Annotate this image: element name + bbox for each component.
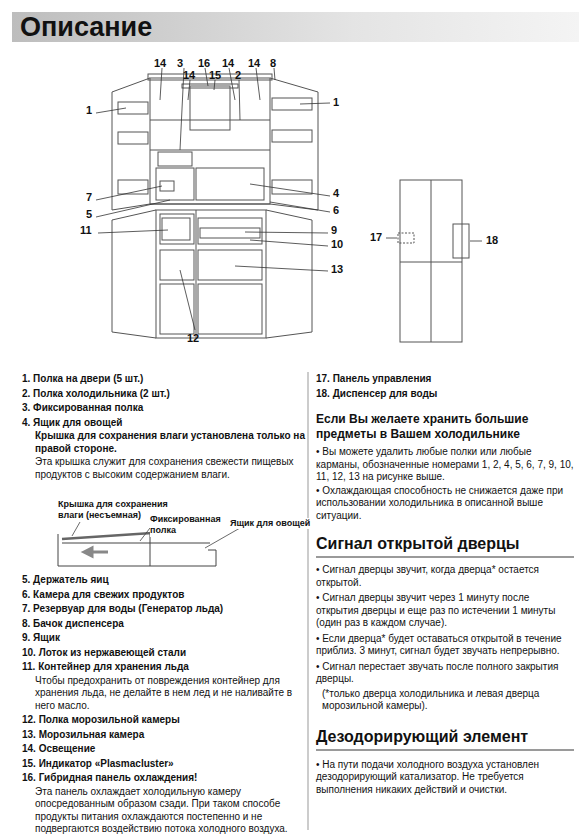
callout-number: 4 (333, 187, 339, 201)
callout-number: 8 (270, 57, 276, 71)
callout-number: 1 (86, 104, 92, 118)
section-heading: Дезодорирующий элемент (316, 727, 574, 751)
note-text: Эта крышка служит для сохранения свежест… (35, 456, 305, 481)
bullet-text: • Сигнал дверцы звучит, когда дверца* ос… (316, 564, 574, 589)
callout-number: 12 (187, 332, 199, 346)
bullet-text: • Сигнал перестает звучать после полного… (316, 661, 574, 686)
section-heading: Если Вы желаете хранить большие предметы… (316, 412, 574, 442)
item-text: 14. Освещение (22, 743, 305, 756)
part-label: Ящик для овощей (230, 518, 310, 529)
callout-number: 15 (209, 69, 221, 83)
page-title: Описание (20, 11, 152, 45)
item-text: 6. Камера для свежих продуктов (22, 589, 305, 602)
callout-number: 14 (183, 69, 195, 83)
item-text: 11. Контейнер для хранения льда (22, 661, 305, 674)
item-text: 3. Фиксированная полка (22, 402, 305, 415)
bullet-text: • Сигнал дверцы звучит через 1 минуту по… (316, 592, 574, 630)
item-text: 12. Полка морозильной камеры (22, 714, 305, 727)
item-text: 7. Резервуар для воды (Генератор льда) (22, 603, 305, 616)
item-text: 5. Держатель яиц (22, 574, 305, 587)
callout-number: 7 (86, 191, 92, 205)
callout-number: 18 (486, 234, 498, 248)
item-text: 18. Диспенсер для воды (316, 388, 574, 401)
item-text: 10. Лоток из нержавеющей стали (22, 647, 305, 660)
bullet-text: • Вы можете удалить любые полки или любы… (316, 446, 574, 484)
item-text: 15. Индикатор «Plasmacluster» (22, 758, 305, 771)
fridge-front-view (386, 180, 482, 342)
item-text: 16. Гибридная панель охлаждения! (22, 772, 305, 785)
callout-number: 10 (331, 238, 343, 252)
item-text: 4. Ящик для овощей (22, 417, 305, 430)
callout-number: 14 (154, 57, 166, 71)
callout-number: 13 (331, 263, 343, 277)
note-bold: Крышка для сохранения влаги установлена … (35, 430, 305, 455)
callout-number: 16 (198, 57, 210, 71)
callout-number: 5 (86, 208, 92, 222)
callout-number: 9 (331, 224, 337, 238)
callout-number: 17 (370, 231, 382, 245)
note-text: Эта панель охлаждает холодильную камеру … (35, 786, 305, 836)
callout-number: 1 (333, 96, 339, 110)
callout-number: 6 (333, 204, 339, 218)
callout-number: 11 (80, 224, 92, 238)
note-text: Чтобы предохранить от повреждения контей… (35, 675, 305, 713)
item-text: 9. Ящик (22, 632, 305, 645)
callout-number: 14 (222, 57, 234, 71)
bullet-text: • Охлаждающая способность не снижается д… (316, 485, 574, 523)
section-heading: Сигнал открытой дверцы (316, 534, 574, 558)
bullet-text: • Если дверца* будет оставаться открытой… (316, 633, 574, 658)
callout-number: 14 (248, 57, 260, 71)
item-text: 17. Панель управления (316, 373, 574, 386)
item-text: 1. Полка на двери (5 шт.) (22, 373, 305, 386)
callout-number: 2 (235, 69, 241, 83)
note-text: (*только дверца холодильника и левая две… (322, 688, 574, 713)
item-text: 2. Полка холодильника (2 шт.) (22, 388, 305, 401)
part-label: Фиксированная полка (150, 514, 220, 537)
callout-number: 3 (177, 57, 183, 71)
bullet-text: • На пути подачи холодного воздуха устан… (316, 759, 574, 797)
item-text: 13. Морозильная камера (22, 729, 305, 742)
item-text: 8. Бачок диспенсера (22, 618, 305, 631)
column-separator (308, 372, 309, 830)
leader-lines (96, 68, 330, 330)
